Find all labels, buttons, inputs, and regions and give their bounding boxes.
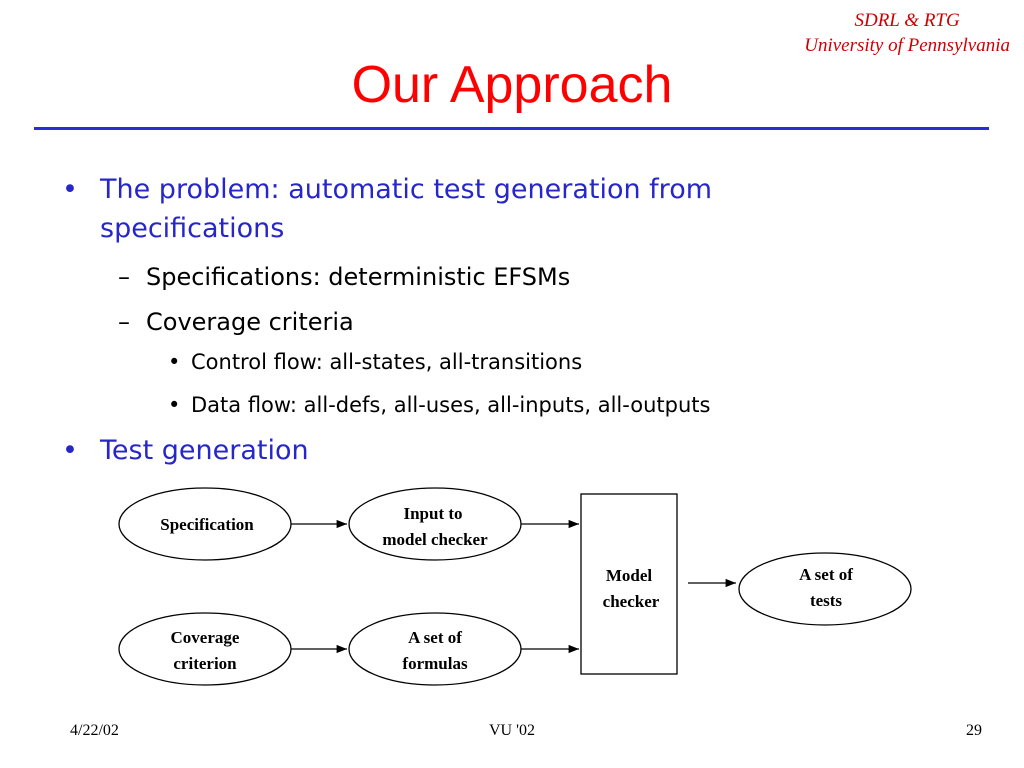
sub-bullet-coverage: Coverage criteria xyxy=(146,308,354,336)
bullet-problem-line1: The problem: automatic test generation f… xyxy=(100,174,713,205)
subsub-bullet-control-flow: Control flow: all-states, all-transition… xyxy=(191,350,583,374)
slide-title: Our Approach xyxy=(351,56,673,114)
footer-date: 4/22/02 xyxy=(70,722,119,739)
checker-label-line1: Model xyxy=(606,566,653,585)
organization-label: SDRL & RTG University of Pennsylvania xyxy=(804,8,1010,58)
coverage-label-line2: criterion xyxy=(173,654,237,673)
tests-node xyxy=(738,552,912,626)
bullet-marker: • xyxy=(62,435,78,466)
coverage-criterion-node xyxy=(118,612,292,686)
checker-label-line2: checker xyxy=(603,592,660,611)
page-number: 29 xyxy=(966,722,982,739)
formulas-label-line1: A set of xyxy=(408,628,462,647)
tests-label-line1: A set of xyxy=(799,565,853,584)
subsub-bullet-data-flow: Data flow: all-defs, all-uses, all-input… xyxy=(191,393,711,417)
dash-marker: – xyxy=(118,308,130,336)
org-line-2: University of Pennsylvania xyxy=(804,35,1010,56)
tests-label-line2: tests xyxy=(810,591,842,610)
input-to-model-checker-node xyxy=(348,487,522,561)
formulas-node xyxy=(348,612,522,686)
specification-label: Specification xyxy=(160,515,254,534)
input-label-line2: model checker xyxy=(382,530,488,549)
sub-bullet-specifications: Specifications: deterministic EFSMs xyxy=(146,263,571,291)
bullet-problem-line2: specifications xyxy=(100,213,285,244)
dash-marker: – xyxy=(118,263,130,291)
input-label-line1: Input to xyxy=(403,504,462,523)
bullet-test-generation: Test generation xyxy=(100,435,309,466)
bullet-marker: • xyxy=(62,174,78,205)
bullet-marker: • xyxy=(168,350,181,374)
coverage-label-line1: Coverage xyxy=(171,628,240,647)
title-divider xyxy=(34,127,989,130)
formulas-label-line2: formulas xyxy=(402,654,468,673)
org-line-1: SDRL & RTG xyxy=(854,10,960,31)
model-checker-box xyxy=(580,493,678,675)
footer-venue: VU '02 xyxy=(489,722,535,739)
bullet-marker: • xyxy=(168,393,181,417)
